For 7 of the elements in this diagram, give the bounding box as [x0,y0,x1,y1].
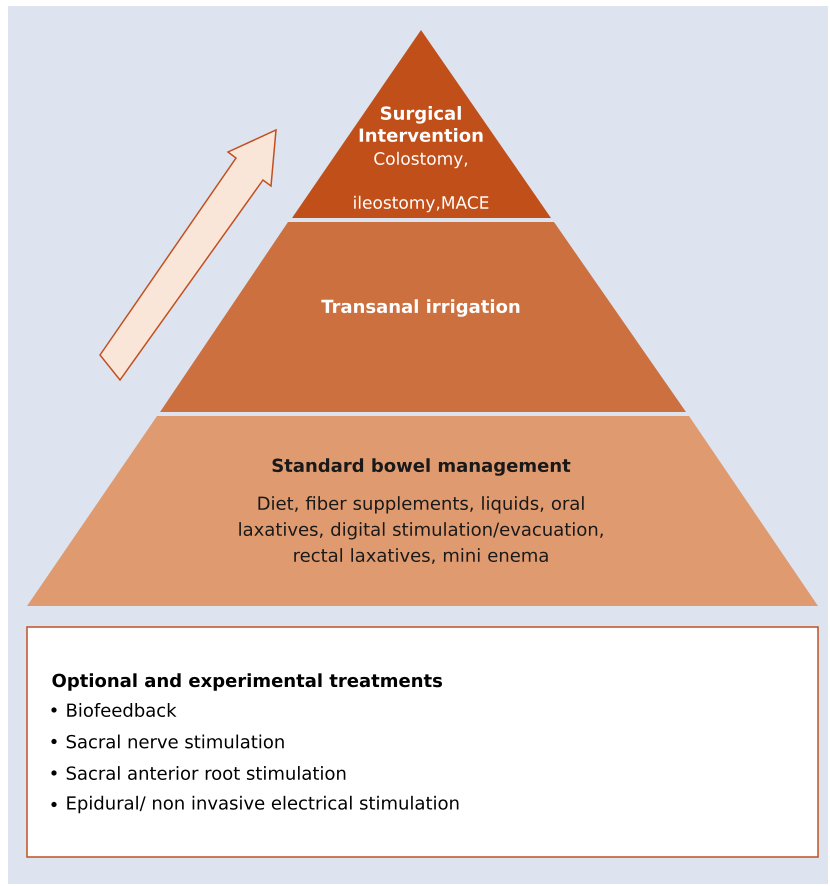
pyramid-tier: Standard bowel management Diet, fiber supplements, liquids, oral laxatives, digital stimulation/evacuation, rectal laxatives, mini enema [27,416,818,606]
pyramid-tier: Surgical Intervention Colostomy, ileostomy,MACE [292,30,551,218]
pyramid-tier: Transanal irrigation [160,222,686,412]
bullet-item: Epidural/ non invasive electrical stimulation [51,796,458,814]
bullet-item: Sacral anterior root stimulation [51,766,346,780]
bullet-item: Sacral nerve stimulation [51,734,284,748]
bullet-item: Biofeedback [51,703,177,717]
